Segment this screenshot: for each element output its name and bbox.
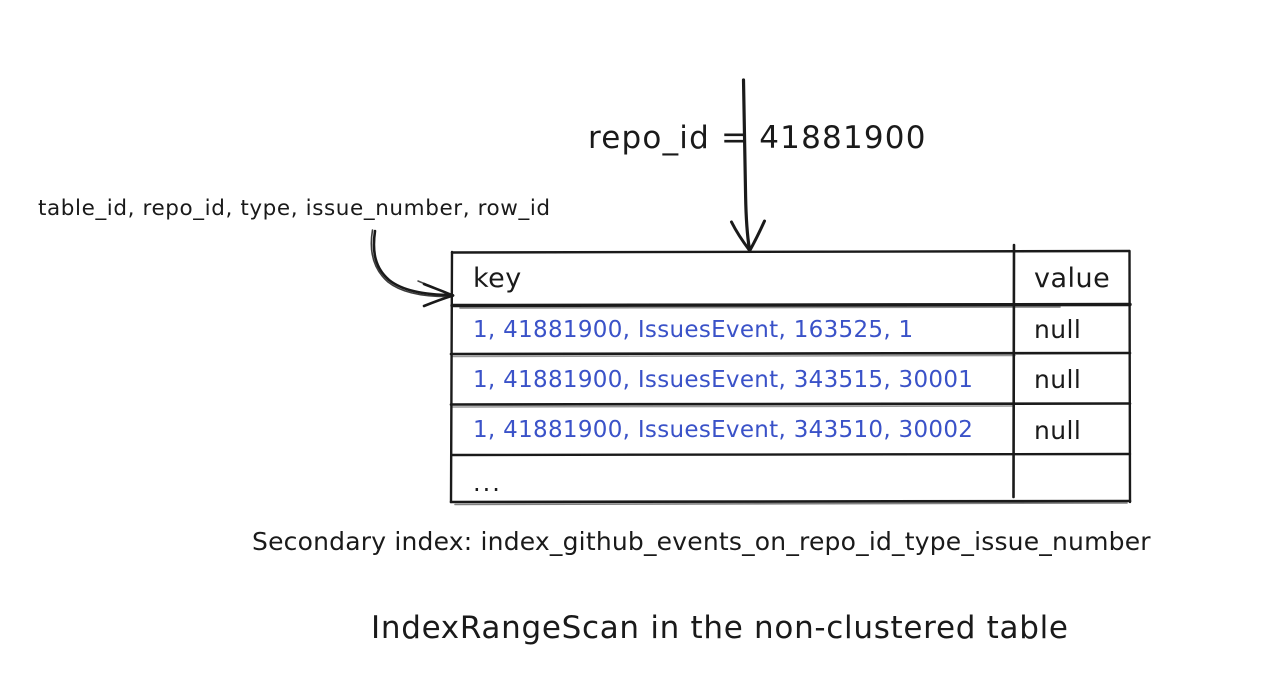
header-label-key: key [473,263,522,294]
index-columns-label: table_id, repo_id, type, issue_number, r… [38,196,551,221]
cell-key: 1, 41881900, IssuesEvent, 343510, 30002 [451,405,1014,455]
diagram-title: IndexRangeScan in the non-clustered tabl… [371,610,1069,646]
table-row: 1, 41881900, IssuesEvent, 343515, 30001 … [451,354,1130,405]
header-cell-key: key [451,252,1014,305]
filter-expression-label: repo_id = 41881900 [588,120,927,156]
cell-key-text: 1, 41881900, IssuesEvent, 343510, 30002 [473,417,974,443]
header-cell-value: value [1014,252,1130,305]
header-label-value: value [1034,263,1111,294]
curved-arrow-icon [370,229,455,308]
cell-key: 1, 41881900, IssuesEvent, 163525, 1 [451,305,1014,354]
cell-value: null [1014,354,1130,405]
cell-key-text: 1, 41881900, IssuesEvent, 163525, 1 [473,316,914,343]
cell-value-text: null [1034,315,1082,344]
down-arrow-icon [730,78,766,252]
cell-value-text: null [1034,365,1082,394]
table-row-ellipsis: ... [451,455,1130,503]
cell-value: null [1014,305,1130,354]
cell-value: null [1014,405,1130,455]
table-header-row: key value [451,252,1130,305]
cell-value-text: null [1034,415,1082,445]
secondary-index-caption: Secondary index: index_github_events_on_… [252,527,1151,556]
cell-key: 1, 41881900, IssuesEvent, 343515, 30001 [451,354,1014,405]
cell-key-text: 1, 41881900, IssuesEvent, 343515, 30001 [473,366,974,393]
cell-key-text: ... [473,469,502,497]
table-row: 1, 41881900, IssuesEvent, 343510, 30002 … [451,405,1130,455]
cell-key-ellipsis: ... [451,455,1014,503]
cell-value-empty [1014,455,1130,503]
table-row: 1, 41881900, IssuesEvent, 163525, 1 null [451,305,1130,354]
key-value-table: key value 1, 41881900, IssuesEvent, 1635… [451,252,1130,503]
